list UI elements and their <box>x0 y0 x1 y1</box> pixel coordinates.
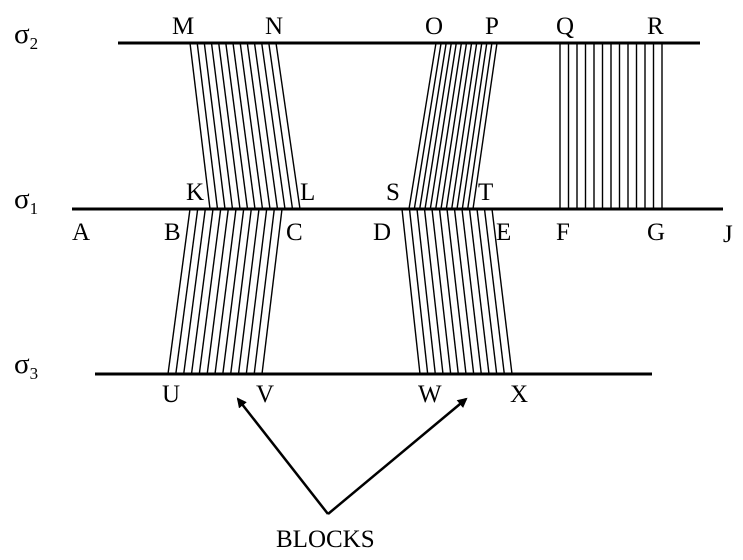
point-V: V <box>256 381 275 408</box>
hatch-line <box>218 42 241 210</box>
sigma1-label: σ1 <box>14 183 39 218</box>
hatch-line <box>189 42 211 210</box>
hatch-line <box>472 42 498 210</box>
hatch-line <box>461 208 482 375</box>
hatch-line <box>491 208 513 375</box>
blocks-arrow-right <box>327 397 468 515</box>
hatch-line <box>408 42 437 210</box>
hatch-line <box>424 42 452 210</box>
hatch-line <box>253 208 275 375</box>
hatch-line <box>451 42 478 210</box>
hatch-line <box>214 208 237 375</box>
hatch-line <box>408 208 429 375</box>
point-O: O <box>425 13 444 40</box>
point-L: L <box>300 179 316 206</box>
hatch-line <box>167 208 191 375</box>
hatch-line <box>431 208 452 375</box>
hatch-line <box>476 208 498 375</box>
hatched-block-upper-mid <box>408 42 498 210</box>
hatch-line <box>261 208 283 375</box>
hatch-line <box>468 208 490 375</box>
hatch-line <box>453 208 475 375</box>
point-G: G <box>647 219 666 246</box>
hatch-line <box>467 42 493 210</box>
hatch-line <box>203 42 226 210</box>
hatch-line <box>419 42 447 210</box>
hatch-line <box>246 42 271 210</box>
point-W: W <box>418 381 442 408</box>
hatch-line <box>438 208 459 375</box>
hatch-line <box>461 42 488 210</box>
hatch-line <box>483 208 505 375</box>
hatch-line <box>413 42 442 210</box>
hatched-block-lower-left <box>167 208 283 375</box>
point-P: P <box>485 13 499 40</box>
hatch-line <box>210 42 234 210</box>
hatch-line <box>196 42 219 210</box>
point-N: N <box>265 13 284 40</box>
point-M: M <box>172 13 195 40</box>
point-U: U <box>162 381 181 408</box>
point-B: B <box>164 219 181 246</box>
point-J: J <box>723 221 733 248</box>
hatched-block-lower-mid <box>401 208 513 375</box>
point-D: D <box>373 219 392 246</box>
hatch-line <box>423 208 444 375</box>
hatch-line <box>230 208 252 375</box>
sigma3-label: σ3 <box>14 348 39 383</box>
point-X: X <box>510 381 529 408</box>
point-C: C <box>286 219 303 246</box>
hatched-block-upper-left <box>189 42 301 210</box>
point-R: R <box>647 13 664 40</box>
hatch-line <box>232 42 256 210</box>
blocks-label: BLOCKS <box>276 526 375 553</box>
blocks-arrow-left <box>236 397 329 515</box>
hatch-line <box>456 42 483 210</box>
hatch-line <box>429 42 457 210</box>
hatch-line <box>225 42 249 210</box>
hatch-line <box>268 42 294 210</box>
hatch-line <box>440 42 468 210</box>
hatch-line <box>446 208 467 375</box>
hatch-line <box>190 208 214 375</box>
hatch-line <box>206 208 229 375</box>
hatch-line <box>245 208 268 375</box>
point-Q: Q <box>556 13 575 40</box>
hatch-line <box>175 208 199 375</box>
hatch-line <box>222 208 245 375</box>
hatch-line <box>237 208 260 375</box>
hatch-line <box>261 42 286 210</box>
hatch-line <box>183 208 206 375</box>
point-K: K <box>186 179 205 206</box>
point-E: E <box>496 219 512 246</box>
hatch-line <box>416 208 436 375</box>
hatch-line <box>239 42 264 210</box>
hatch-line <box>435 42 463 210</box>
point-F: F <box>556 219 570 246</box>
hatch-line <box>401 208 421 375</box>
hatch-line <box>275 42 301 210</box>
point-A: A <box>72 219 91 246</box>
point-S: S <box>386 179 400 206</box>
sigma2-label: σ2 <box>14 18 39 53</box>
hatch-line <box>445 42 473 210</box>
hatched-block-upper-right <box>559 43 663 209</box>
hatch-line <box>198 208 222 375</box>
hatch-line <box>253 42 279 210</box>
point-T: T <box>478 179 494 206</box>
